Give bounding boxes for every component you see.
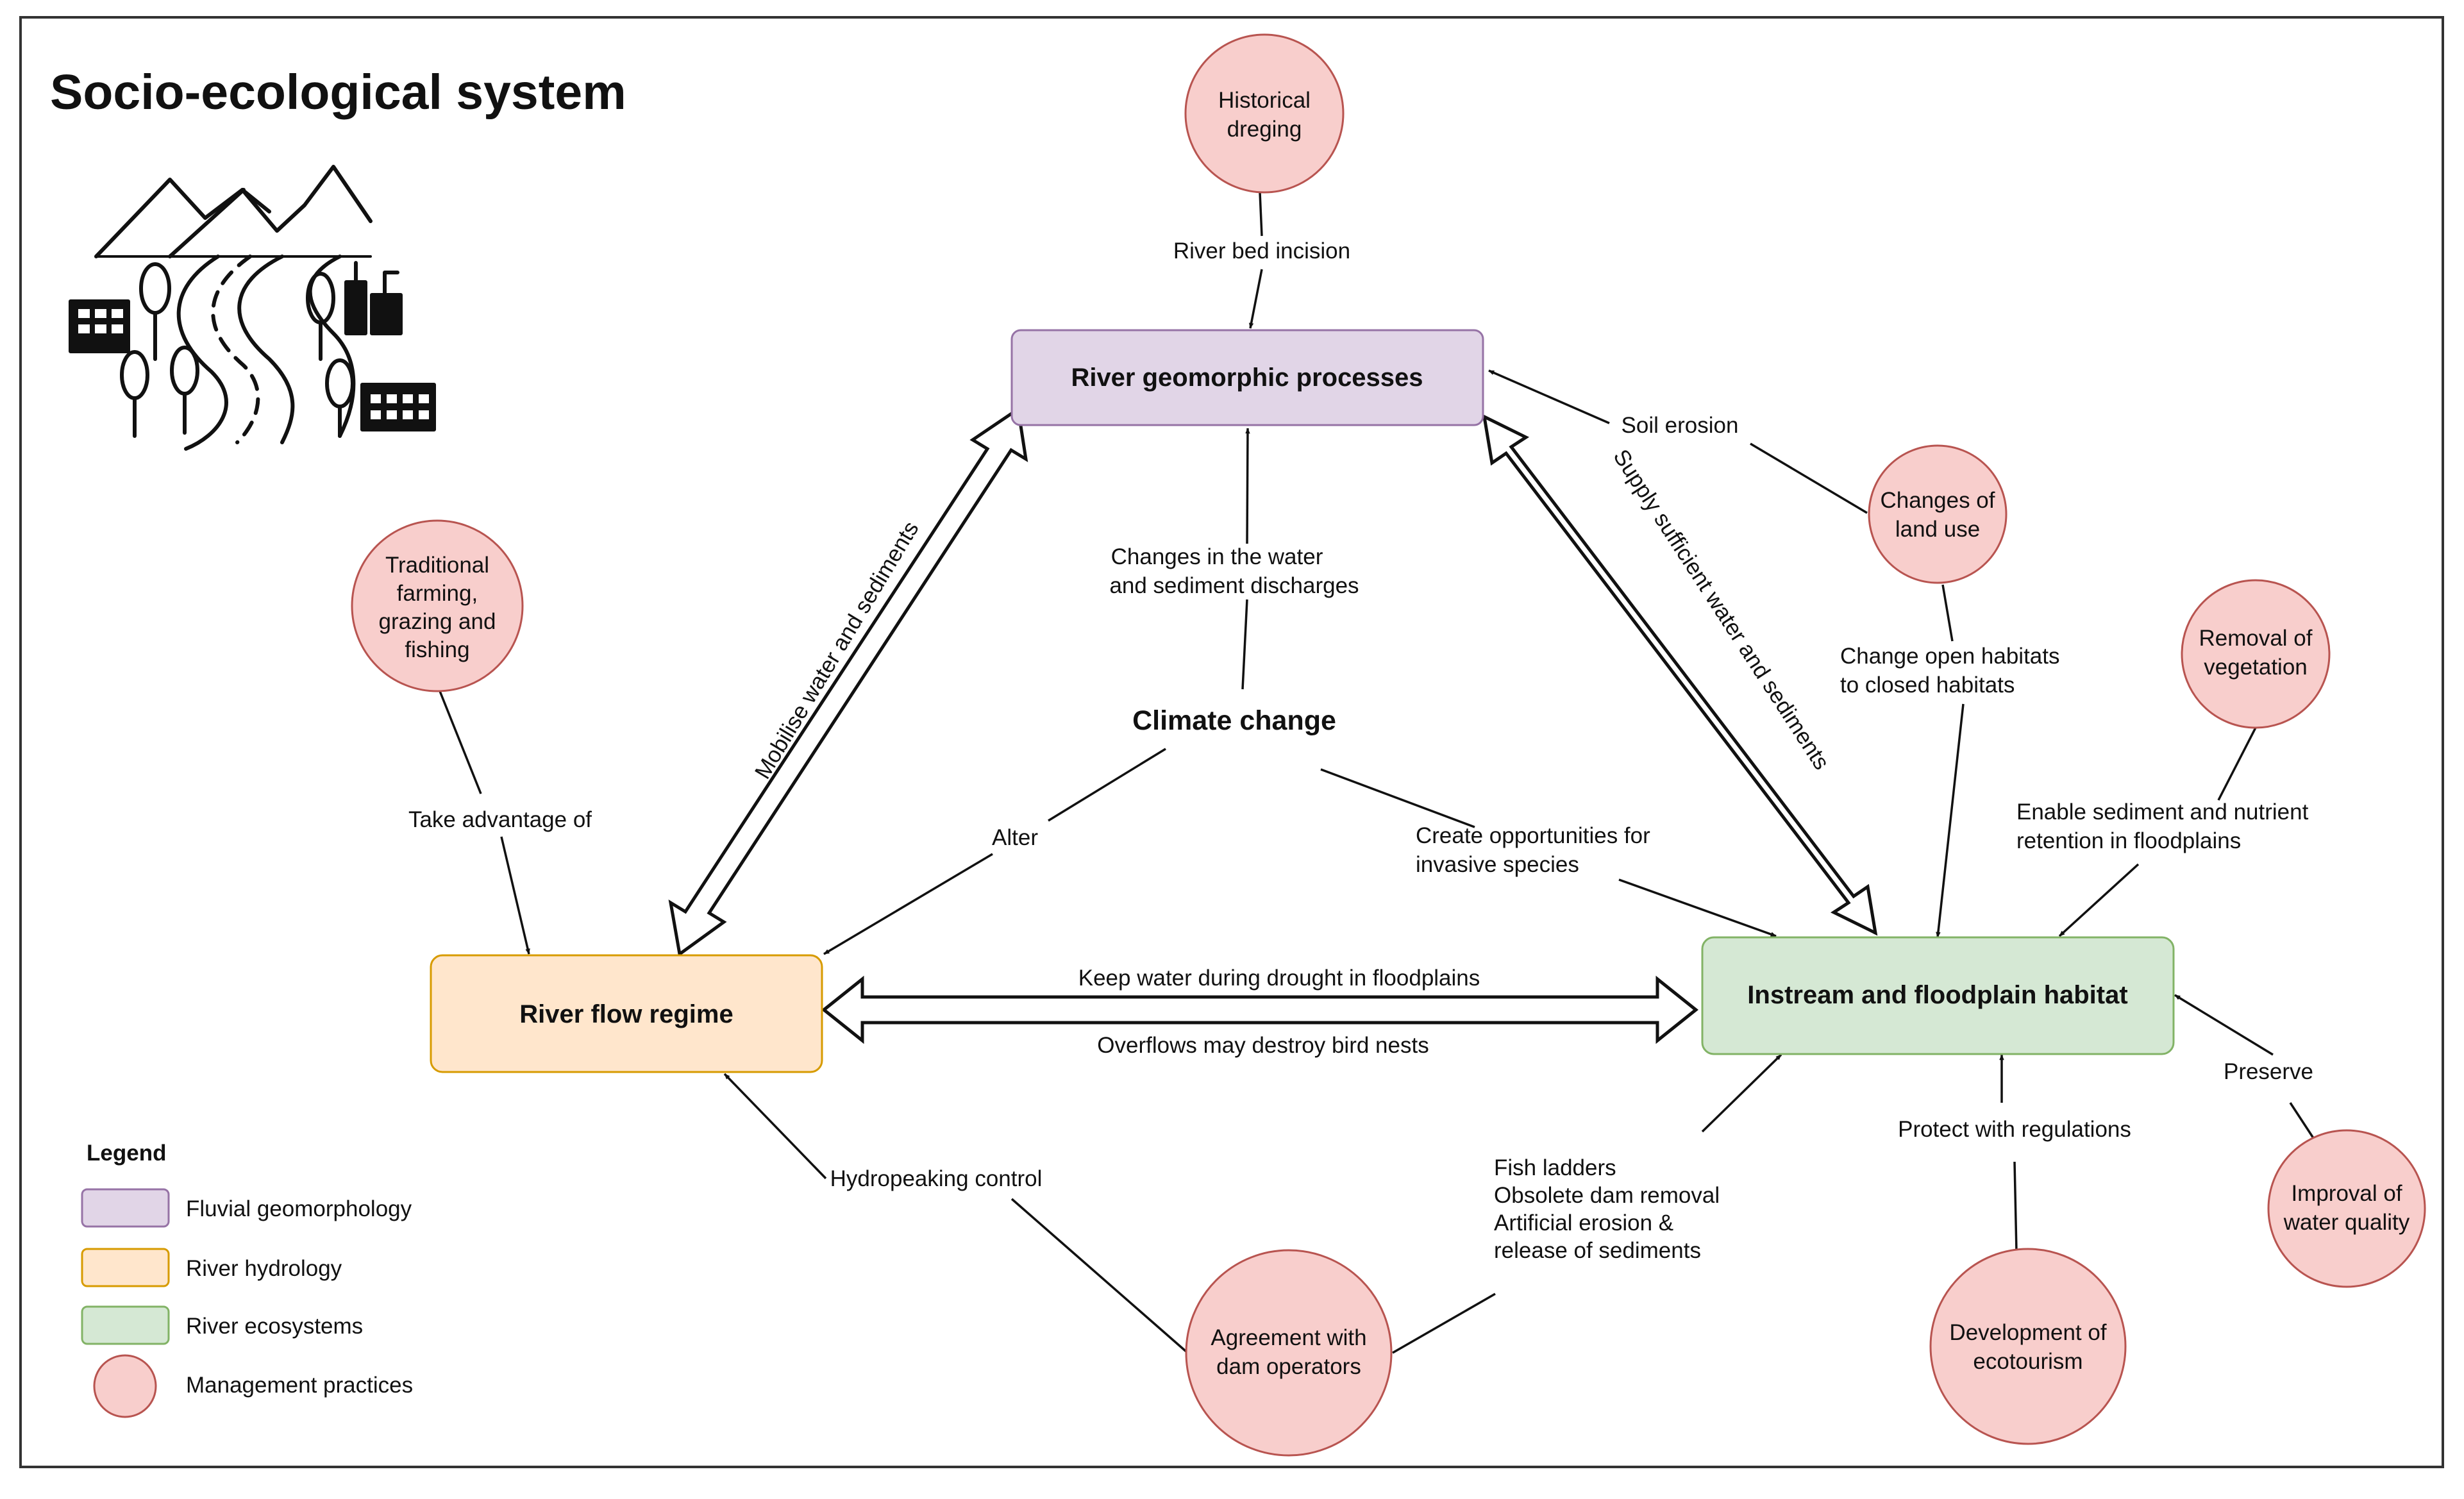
label-preserve: Preserve [2224,1059,2313,1084]
label-keep-water: Keep water during drought in floodplains [1078,966,1480,991]
river-flow-regime-box: River flow regime [430,954,823,1073]
practice-historical-dredging: Historical dreging [1184,33,1345,194]
label-water-sediment-1: Changes in the water [1111,544,1323,569]
label-alter: Alter [992,825,1038,850]
label-take-advantage: Take advantage of [408,807,592,832]
label-open-closed-2: to closed habitats [1840,673,2015,698]
svg-text:farming,: farming, [397,581,478,606]
label-invasive-2: invasive species [1416,852,1579,877]
hydropeaking-arrow [723,1073,827,1180]
svg-text:Agreement with: Agreement with [1211,1325,1366,1350]
water-quality-connector [2289,1102,2316,1141]
svg-text:River flow regime: River flow regime [519,1000,733,1028]
svg-text:water quality: water quality [2283,1210,2410,1235]
alter-connector [1048,748,1166,822]
practice-changes-of-land-use: Changes of land use [1868,444,2007,584]
legend-label-practices: Management practices [186,1373,413,1398]
legend-swatch-geomorphology [81,1188,170,1228]
landscape-river-city-icon [69,165,436,451]
practice-traditional-farming: Traditional farming, grazing and fishing [351,519,524,692]
farming-connector [439,691,482,794]
landuse-connector [1750,442,1868,514]
soil-erosion-arrow [1488,369,1610,424]
svg-text:Instream and floodplain habita: Instream and floodplain habitat [1747,981,2127,1009]
practice-agreement-with-dam-operators: Agreement with dam operators [1185,1249,1393,1457]
legend-title: Legend [87,1141,166,1166]
instream-floodplain-habitat-box: Instream and floodplain habitat [1701,936,2175,1055]
legend-label-ecosystems: River ecosystems [186,1314,363,1339]
legend-swatch-ecosystems [81,1305,170,1345]
label-open-closed-1: Change open habitats [1840,644,2060,669]
retention-arrow [2058,863,2140,937]
dredging-connector [1259,192,1263,237]
geomorphic-habitat-double-arrow [1482,414,1878,936]
climate-change-node: Climate change [1132,705,1336,736]
legend-label-geomorphology: Fluvial geomorphology [186,1196,412,1221]
svg-text:grazing and: grazing and [379,609,496,634]
svg-text:Historical: Historical [1218,88,1311,113]
svg-text:Removal of: Removal of [2199,626,2312,651]
open-closed-connector [1941,584,1954,642]
svg-text:land use: land use [1895,517,1980,542]
invasive-connector [1320,768,1475,828]
label-fish-1: Fish ladders [1494,1155,1616,1180]
label-fish-3: Artificial erosion & [1494,1210,1673,1235]
label-invasive-1: Create opportunities for [1416,823,1650,848]
label-overflows: Overflows may destroy bird nests [1097,1033,1429,1058]
river-geomorphic-processes-box: River geomorphic processes [1010,329,1484,426]
svg-text:Traditional: Traditional [385,553,489,578]
legend-swatch-hydrology [81,1248,170,1287]
practice-removal-of-vegetation: Removal of vegetation [2181,579,2331,729]
svg-text:Improval of: Improval of [2291,1181,2402,1206]
label-retention-1: Enable sediment and nutrient [2016,800,2309,825]
preserve-arrow [2174,994,2274,1056]
practice-improval-of-water-quality: Improval of water quality [2267,1129,2426,1288]
svg-text:Changes of: Changes of [1880,488,1995,513]
take-advantage-arrow [500,836,530,955]
label-fish-4: release of sediments [1494,1238,1701,1263]
open-closed-arrow [1936,703,1965,938]
alter-arrow [823,853,993,955]
svg-text:dam operators: dam operators [1216,1354,1361,1379]
diagram-title: Socio-ecological system [50,65,626,120]
label-river-bed-incision: River bed incision [1173,239,1350,264]
svg-text:Development of: Development of [1949,1320,2106,1345]
invasive-arrow [1618,878,1777,937]
diagram-frame [19,16,2444,1468]
fish-ladders-arrow [1701,1053,1782,1133]
climate-up-connector [1241,599,1248,690]
label-fish-2: Obsolete dam removal [1494,1183,1720,1208]
legend: Legend Fluvial geomorphology River hydro… [81,1141,413,1418]
dam-fish-connector [1392,1293,1496,1354]
river-bed-incision-arrow [1248,269,1263,329]
svg-text:vegetation: vegetation [2204,655,2308,680]
label-water-sediment-2: and sediment discharges [1109,573,1359,598]
svg-text:fishing: fishing [405,637,469,662]
practice-development-of-ecotourism: Development of ecotourism [1929,1248,2127,1445]
label-soil-erosion: Soil erosion [1622,413,1739,438]
flow-habitat-double-arrow [821,975,1699,1044]
dam-hydropeaking-connector [1010,1198,1187,1353]
label-protect: Protect with regulations [1898,1117,2131,1142]
vegetation-connector [2217,727,2257,801]
svg-text:dreging: dreging [1227,117,1302,142]
ecotourism-connector [2013,1161,2018,1252]
legend-label-hydrology: River hydrology [186,1256,342,1281]
water-sediment-arrow [1245,428,1250,544]
legend-swatch-practices [93,1354,157,1418]
label-hydropeaking: Hydropeaking control [830,1166,1043,1191]
svg-text:ecotourism: ecotourism [1973,1349,2083,1374]
svg-text:River geomorphic processes: River geomorphic processes [1071,364,1423,392]
label-retention-2: retention in floodplains [2016,828,2241,853]
